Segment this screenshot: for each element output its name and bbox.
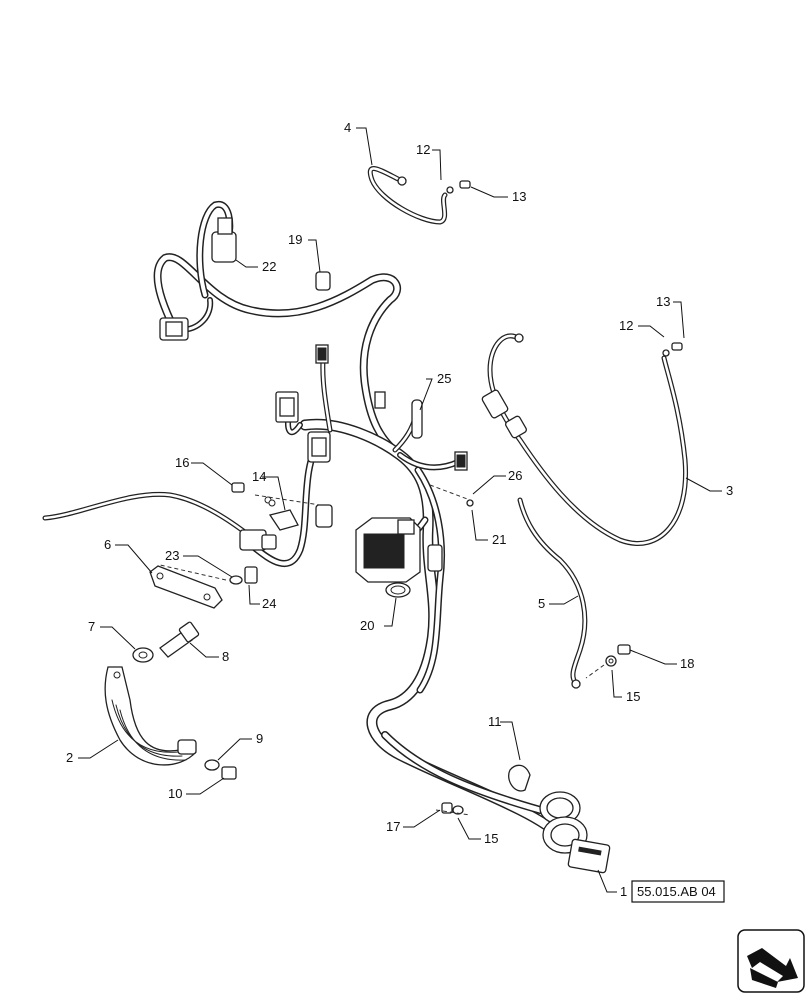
callout-2: 2 (66, 750, 73, 765)
callout-25: 25 (437, 371, 451, 386)
callout-21: 21 (492, 532, 506, 547)
callout-14: 14 (252, 469, 266, 484)
callout-23: 23 (165, 548, 179, 563)
callout-15-bottom: 15 (484, 831, 498, 846)
callout-12-top: 12 (416, 142, 430, 157)
callout-1: 1 (620, 884, 627, 899)
callout-17: 17 (386, 819, 400, 834)
leader-lines (78, 127, 722, 893)
callout-5: 5 (538, 596, 545, 611)
callout-13-top: 13 (512, 189, 526, 204)
reference-link[interactable]: 55.015.AB 04 (631, 880, 725, 903)
callout-8: 8 (222, 649, 229, 664)
callout-13-right: 13 (656, 294, 670, 309)
callout-26: 26 (508, 468, 522, 483)
cable-5 (517, 497, 631, 689)
bracket-6 (149, 565, 223, 609)
callout-10: 10 (168, 786, 182, 801)
callout-4: 4 (344, 120, 351, 135)
callout-9: 9 (256, 731, 263, 746)
callout-19: 19 (288, 232, 302, 247)
callout-3: 3 (726, 483, 733, 498)
ground-strap-2 (104, 666, 197, 766)
callout-11: 11 (488, 714, 502, 729)
main-harness (42, 200, 611, 874)
reference-code[interactable]: 55.015.AB 04 (637, 884, 716, 899)
harness-end-connectors (539, 791, 611, 874)
callout-22: 22 (262, 259, 276, 274)
hardware (132, 271, 531, 815)
cable-4 (367, 166, 471, 225)
callout-15-right: 15 (626, 689, 640, 704)
callout-12-right: 12 (619, 318, 633, 333)
next-page-arrow-icon[interactable] (737, 929, 805, 993)
callout-6: 6 (104, 537, 111, 552)
callout-20: 20 (360, 618, 374, 633)
callout-18: 18 (680, 656, 694, 671)
callout-7: 7 (88, 619, 95, 634)
assembly-lines (159, 484, 605, 816)
callout-16: 16 (175, 455, 189, 470)
fuse-box (355, 517, 421, 583)
callout-24: 24 (262, 596, 276, 611)
cable-3 (481, 333, 689, 546)
callouts: 4 12 13 19 22 13 12 25 16 14 26 3 21 6 2… (66, 120, 733, 899)
